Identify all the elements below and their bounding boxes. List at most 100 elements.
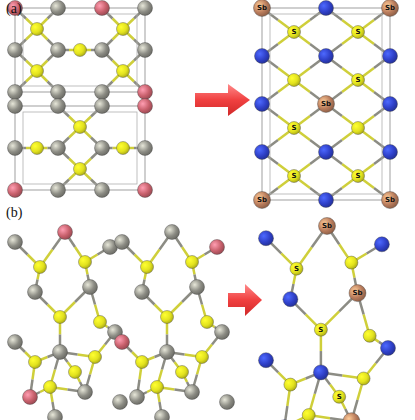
atom — [94, 316, 107, 329]
atom — [95, 141, 110, 156]
panel-label: (b) — [6, 206, 22, 220]
atom — [383, 97, 398, 112]
atom — [31, 142, 44, 155]
atom — [31, 65, 44, 78]
atom — [383, 49, 398, 64]
atom — [383, 145, 398, 160]
atom — [74, 44, 87, 57]
atom — [254, 192, 271, 209]
atom — [78, 385, 93, 400]
atom-label: Sb — [322, 223, 332, 230]
atom — [141, 261, 154, 274]
cell-edge — [15, 8, 145, 92]
atom — [381, 341, 396, 356]
atom — [302, 409, 315, 420]
atom — [51, 183, 66, 198]
atom — [8, 183, 23, 198]
structure-panel — [8, 99, 153, 198]
atom — [53, 345, 68, 360]
cell-edge — [23, 112, 137, 184]
atom — [288, 26, 301, 39]
atom — [138, 85, 153, 100]
atom — [382, 192, 399, 209]
atom — [319, 1, 334, 16]
atom — [319, 218, 336, 235]
atom — [8, 99, 23, 114]
atom — [117, 65, 130, 78]
atom — [51, 85, 66, 100]
atom — [185, 385, 200, 400]
atom — [352, 122, 365, 135]
structure-panel — [8, 225, 128, 420]
atom — [288, 74, 301, 87]
atom — [115, 335, 130, 350]
atom — [259, 353, 274, 368]
cell-edge — [23, 14, 137, 86]
atom — [290, 262, 303, 275]
atom-label: Sb — [352, 290, 362, 297]
atom — [51, 141, 66, 156]
atom — [349, 285, 366, 302]
atom — [288, 170, 301, 183]
structure-panel — [254, 0, 399, 209]
atom — [54, 311, 67, 324]
atom — [8, 335, 23, 350]
atom — [95, 99, 110, 114]
atom-label: S — [294, 265, 299, 272]
atom — [95, 1, 110, 16]
atom — [23, 390, 38, 405]
atom-label: Sb — [257, 197, 267, 204]
atom — [28, 285, 43, 300]
atom — [138, 1, 153, 16]
atom — [117, 142, 130, 155]
atom — [8, 85, 23, 100]
atom-label: S — [318, 326, 323, 333]
atom-label: S — [355, 77, 360, 84]
atom — [196, 351, 209, 364]
atom-label: S — [291, 125, 296, 132]
atom — [255, 49, 270, 64]
cell-edge — [262, 8, 390, 200]
atom — [161, 311, 174, 324]
atom — [8, 43, 23, 58]
atom — [215, 325, 230, 340]
atom-label: Sb — [257, 5, 267, 12]
atom — [259, 231, 274, 246]
atom — [8, 141, 23, 156]
atom — [155, 410, 170, 420]
atom — [160, 345, 175, 360]
atom — [288, 122, 301, 135]
atom — [115, 235, 130, 250]
atom — [210, 240, 225, 255]
atom-label: Sb — [385, 5, 395, 12]
atom — [318, 96, 335, 113]
atom — [319, 145, 334, 160]
atom — [254, 0, 271, 17]
atom — [69, 366, 82, 379]
atom — [89, 351, 102, 364]
atom — [363, 329, 376, 342]
atom — [176, 366, 189, 379]
atom — [138, 99, 153, 114]
atom — [138, 43, 153, 58]
atom — [58, 225, 73, 240]
atom — [352, 26, 365, 39]
atom — [8, 235, 23, 250]
atom — [201, 316, 214, 329]
structure-panel — [259, 218, 402, 420]
atom — [151, 381, 164, 394]
structure-panel — [8, 1, 153, 100]
atom-label: Sb — [385, 197, 395, 204]
atom — [382, 0, 399, 17]
atom — [138, 183, 153, 198]
atom-label: S — [291, 29, 296, 36]
atom — [138, 141, 153, 156]
atom — [51, 99, 66, 114]
atom — [34, 261, 47, 274]
cell-edge — [270, 14, 382, 194]
atom — [333, 390, 346, 403]
atom — [345, 256, 358, 269]
atom — [113, 395, 128, 410]
atom — [284, 378, 297, 391]
